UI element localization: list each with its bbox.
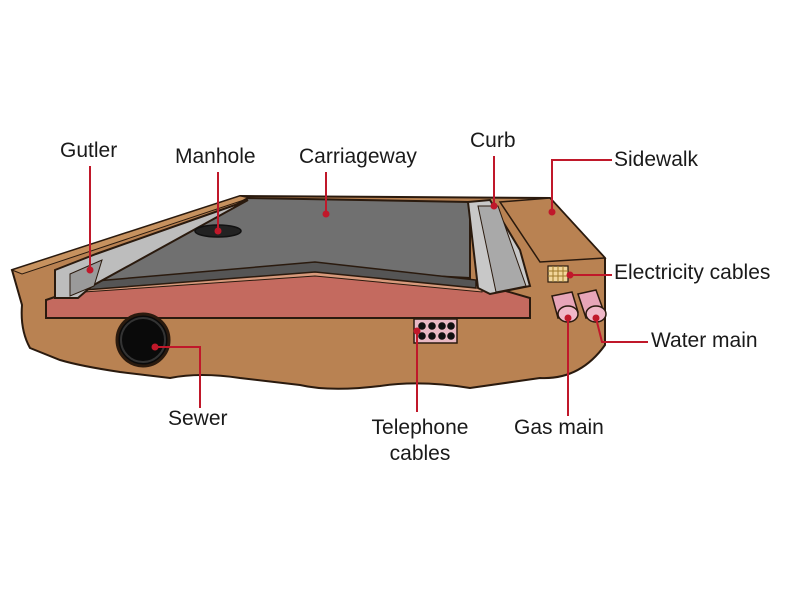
label-sidewalk: Sidewalk <box>614 148 699 171</box>
gutter-left-inner <box>69 259 103 297</box>
label-sewer: Sewer <box>168 407 228 430</box>
label-gas-main: Gas main <box>514 416 604 439</box>
label-telephone-cables: Telephone cables <box>372 415 469 467</box>
leader-sewer <box>155 346 201 408</box>
sewer-pipe <box>115 312 171 368</box>
leader-sidewalk <box>551 159 612 212</box>
label-manhole: Manhole <box>175 145 256 168</box>
water-main-pipe <box>577 289 607 323</box>
leader-water <box>595 317 648 343</box>
label-curb: Curb <box>470 129 516 152</box>
sidewalk-surface <box>498 197 607 263</box>
leader-dots <box>86 202 600 351</box>
electricity-cables-bundle <box>547 265 569 283</box>
label-water-main: Water main <box>651 329 758 352</box>
sewer-pipe-rim <box>120 317 166 363</box>
label-carriageway: Carriageway <box>299 145 417 168</box>
gas-main-pipe <box>551 291 579 323</box>
leader-lines <box>89 156 648 416</box>
label-gutter: Gutler <box>60 139 118 162</box>
label-telephone-line1: Telephone <box>371 416 469 439</box>
label-telephone-line2: cables <box>389 442 451 465</box>
label-electricity-cables: Electricity cables <box>614 261 771 284</box>
telephone-cables-duct <box>413 318 458 344</box>
gutter-left <box>54 199 249 299</box>
